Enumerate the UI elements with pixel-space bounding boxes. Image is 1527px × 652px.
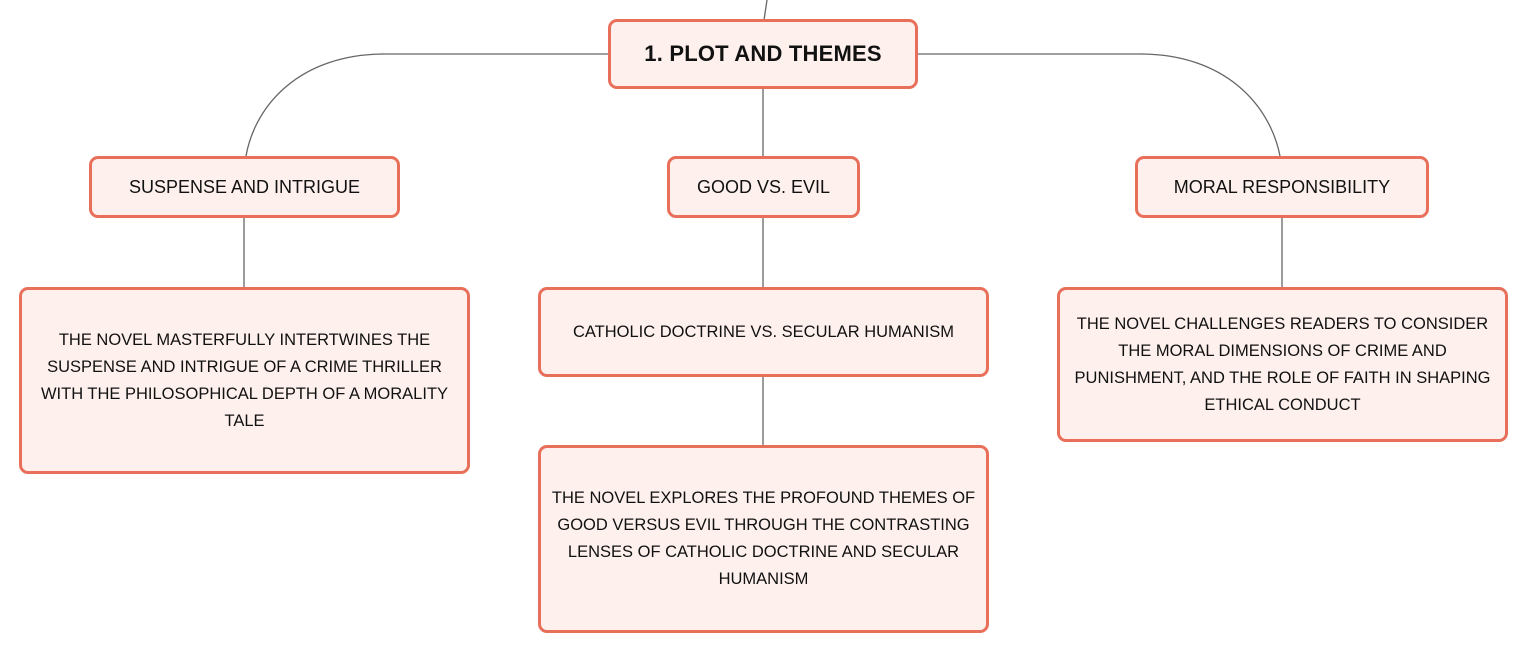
topic-node-label: GOOD VS. EVIL: [696, 176, 831, 197]
root-node-label: 1. PLOT AND THEMES: [644, 41, 882, 66]
root-node[interactable]: 1. PLOT AND THEMES: [608, 19, 918, 89]
topic-node-label: SUSPENSE AND INTRIGUE: [128, 176, 361, 197]
topic-node-suspense-and-intrigue[interactable]: SUSPENSE AND INTRIGUE: [89, 156, 400, 218]
detail-node-text: THE NOVEL EXPLORES THE PROFOUND THEMES O…: [551, 489, 976, 588]
subtopic-node-catholic-doctrine[interactable]: CATHOLIC DOCTRINE VS. SECULAR HUMANISM: [538, 287, 989, 377]
detail-node-good-vs-evil[interactable]: THE NOVEL EXPLORES THE PROFOUND THEMES O…: [538, 445, 989, 633]
detail-node-moral-responsibility[interactable]: THE NOVEL CHALLENGES READERS TO CONSIDER…: [1057, 287, 1508, 442]
detail-node-text: THE NOVEL MASTERFULLY INTERTWINES THE SU…: [40, 330, 449, 430]
connector-root-to-suspense: [245, 53, 609, 157]
detail-node-suspense[interactable]: THE NOVEL MASTERFULLY INTERTWINES THE SU…: [19, 287, 470, 474]
topic-node-label: MORAL RESPONSIBILITY: [1173, 176, 1391, 197]
subtopic-node-label: CATHOLIC DOCTRINE VS. SECULAR HUMANISM: [572, 322, 955, 341]
topic-node-good-vs-evil[interactable]: GOOD VS. EVIL: [667, 156, 860, 218]
connector-parent-to-root: [763, 0, 768, 21]
detail-node-text: THE NOVEL CHALLENGES READERS TO CONSIDER…: [1074, 314, 1491, 414]
topic-node-moral-responsibility[interactable]: MORAL RESPONSIBILITY: [1135, 156, 1429, 218]
connector-root-to-moral: [917, 53, 1281, 157]
